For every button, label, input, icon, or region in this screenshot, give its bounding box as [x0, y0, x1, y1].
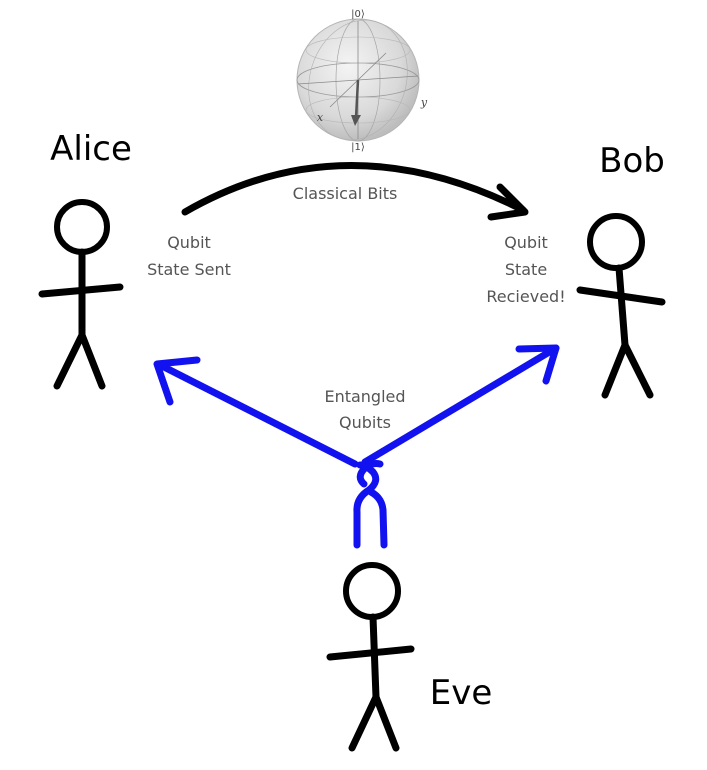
eve-arms [326, 645, 415, 661]
eve-head [343, 562, 401, 620]
entangled-arrow-to-alice [158, 362, 359, 468]
entangled-qubits-arrows [153, 344, 560, 549]
eve-left-leg [348, 693, 380, 752]
entangled-arrowhead-alice [153, 356, 201, 406]
bloch-state-vector-head [351, 115, 361, 126]
alice-right-leg [78, 331, 106, 390]
eve-body [369, 613, 380, 701]
alice-figure [38, 199, 124, 390]
alice-name: Alice [50, 129, 132, 169]
bloch-meridian-1 [335, 18, 381, 142]
bloch-sphere: |0⟩ |1⟩ x y [296, 9, 428, 153]
bob-arms [576, 286, 666, 306]
eve-name: Eve [430, 673, 493, 713]
alice-left-leg [53, 331, 86, 390]
classical-bits-arrow-shaft [181, 162, 527, 216]
bob-right-leg [621, 341, 654, 399]
alice-head [54, 199, 110, 255]
qubit-state-received-line1: Qubit [504, 233, 548, 252]
bloch-meridian-2 [308, 19, 408, 141]
qubit-state-sent-line1: Qubit [167, 233, 211, 252]
qubit-state-received-line3: Recieved! [486, 287, 565, 306]
entangled-arrow-to-bob [361, 344, 560, 466]
bloch-x-axis-label: x [317, 111, 324, 124]
qubit-state-received-line2: State [505, 260, 547, 279]
classical-bits-arrow-head [487, 183, 529, 221]
bob-figure [576, 213, 666, 399]
classical-bits-arrow [181, 162, 529, 221]
bloch-state-vector [354, 79, 360, 119]
eve-figure [326, 562, 415, 752]
bloch-bottom-state-label: |1⟩ [351, 142, 365, 153]
entangled-qubits-label-line2: Qubits [339, 413, 391, 432]
entangled-arrowhead-bob [515, 344, 560, 385]
bob-name: Bob [599, 141, 665, 181]
bob-head [587, 213, 645, 271]
entangled-qubits-label-line1: Entangled [324, 387, 405, 406]
eve-right-leg [372, 693, 400, 752]
entangled-twisted-strand-right [356, 460, 388, 549]
bob-left-leg [601, 341, 629, 399]
qubit-state-sent-line2: State Sent [147, 260, 231, 279]
bloch-y-axis-label: y [420, 96, 428, 109]
bob-body [615, 264, 629, 349]
bloch-top-state-label: |0⟩ [351, 9, 365, 20]
alice-arms [38, 283, 124, 298]
classical-bits-label: Classical Bits [293, 184, 398, 203]
